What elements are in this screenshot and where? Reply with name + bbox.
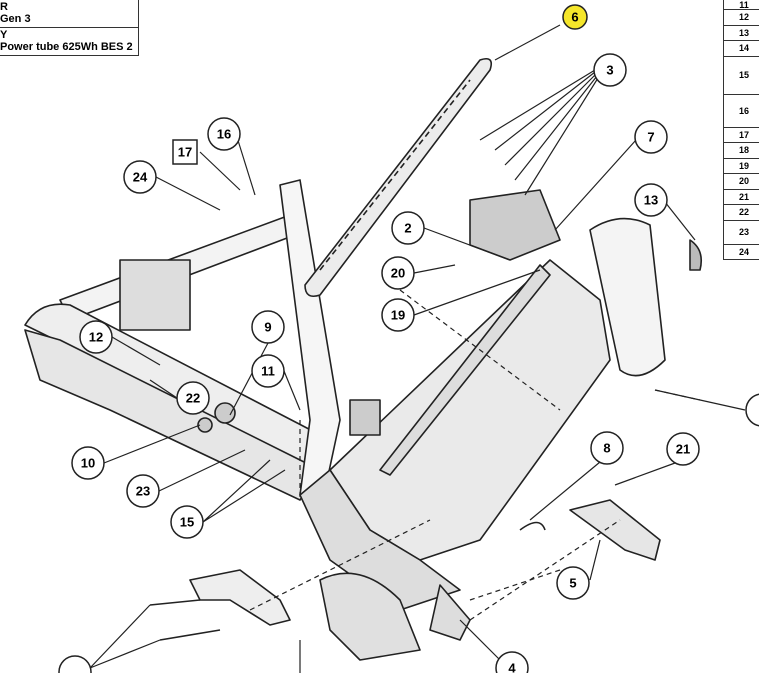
parts-list-row: 16 — [724, 95, 759, 128]
callout-3: 3 — [593, 53, 627, 87]
callout-16: 16 — [207, 117, 241, 151]
parts-list-row: 24 — [724, 245, 759, 260]
callout-number: 10 — [81, 456, 95, 471]
callout-8: 8 — [590, 431, 624, 465]
parts-list-row: 20 — [724, 174, 759, 190]
callout-15: 15 — [170, 505, 204, 539]
callout-number: 6 — [571, 10, 578, 25]
callout-12: 12 — [79, 320, 113, 354]
callout-5: 5 — [556, 566, 590, 600]
callout-24: 24 — [123, 160, 157, 194]
callout-number: 19 — [391, 308, 405, 323]
callout-number: 11 — [261, 364, 275, 379]
callout-10: 10 — [71, 446, 105, 480]
connector-bracket — [469, 189, 561, 261]
parts-list-row: 17 — [724, 128, 759, 143]
head-tube — [589, 217, 666, 377]
callout-partial — [58, 655, 92, 673]
callout-19: 19 — [381, 298, 415, 332]
callout-23: 23 — [126, 474, 160, 508]
motor-cover — [429, 584, 471, 641]
callout-13: 13 — [634, 183, 668, 217]
callout-4: 4 — [495, 651, 529, 673]
callout-number: 2 — [404, 221, 411, 236]
callout-number: 9 — [264, 320, 271, 335]
callout-11: 11 — [251, 354, 285, 388]
motor-mount — [189, 569, 291, 626]
callout-2: 2 — [391, 211, 425, 245]
bottom-bracket — [299, 469, 461, 611]
chain-stay — [24, 329, 321, 501]
callout-number: 7 — [647, 130, 654, 145]
parts-list-row: 11 — [724, 0, 759, 10]
parts-list-row: 18 — [724, 143, 759, 159]
callout-20: 20 — [381, 256, 415, 290]
battery-tube — [379, 264, 551, 476]
parts-list-row: 13 — [724, 26, 759, 41]
callout-number: 12 — [89, 330, 103, 345]
callout-number: 4 — [508, 661, 516, 673]
callout-9: 9 — [251, 310, 285, 344]
callout-number: 24 — [133, 170, 148, 185]
parts-list-row: 22 — [724, 205, 759, 221]
callout-number: 3 — [606, 63, 613, 78]
callout-number: 20 — [391, 266, 405, 281]
callout-number: 16 — [217, 127, 231, 142]
callout-number: 22 — [186, 391, 200, 406]
callout-number: 8 — [603, 441, 610, 456]
parts-list-row: 19 — [724, 159, 759, 174]
callout-number: 13 — [644, 193, 658, 208]
parts-list-row: 21 — [724, 190, 759, 205]
parts-list-row: 23 — [724, 221, 759, 245]
parts-list-row: 15 — [724, 57, 759, 95]
callout-number: 15 — [180, 515, 194, 530]
cable-guide — [569, 499, 661, 561]
parts-list-row: 14 — [724, 41, 759, 57]
callout-number: 21 — [676, 442, 690, 457]
callout-6: 6 — [562, 4, 588, 30]
callout-21: 21 — [666, 432, 700, 466]
callout-22: 22 — [176, 381, 210, 415]
callout-7: 7 — [634, 120, 668, 154]
callout-number: 5 — [569, 576, 576, 591]
battery-cover — [304, 57, 493, 298]
parts-list-row: 12 — [724, 10, 759, 26]
skid-plate — [319, 572, 421, 661]
callout-1: 1 — [745, 393, 759, 427]
callout-17: 17 — [172, 139, 198, 165]
callout-number: 17 — [178, 145, 192, 160]
callout-number: 23 — [136, 484, 150, 499]
